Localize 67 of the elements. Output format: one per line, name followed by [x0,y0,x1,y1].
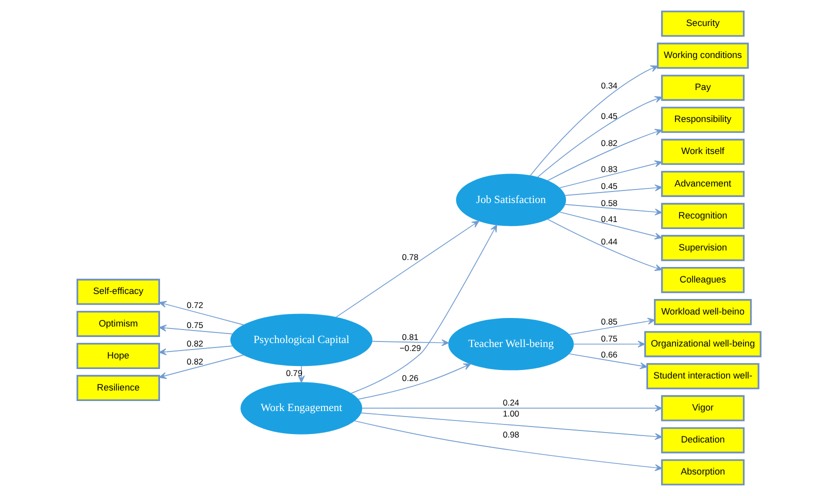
arrow [547,218,662,271]
arrow [559,160,662,188]
node-box: Organizational well-being [644,331,762,358]
edge-label: 0.41 [601,214,618,224]
edge-label: 0.75 [186,320,204,330]
node-box: Student interaction well- [646,363,760,390]
edge-label: 0.24 [502,398,520,408]
edge-label: 0.82 [186,338,204,349]
edge-label: 0.85 [601,316,618,327]
edge-label: 0.44 [601,236,618,247]
node-ellipse: Job Satisfaction [456,174,566,226]
arrow [360,412,662,440]
node-box: Optimism [76,310,160,337]
node-ellipse: Work Engagement [240,382,362,434]
arrow [372,339,449,346]
node-box: Hope [76,342,160,370]
edge-label: 0.58 [601,198,618,208]
edge-label: 0.34 [601,80,618,91]
edge-label: 0.45 [601,110,618,121]
node-box: Advancement [661,170,745,197]
arrow [537,96,662,178]
node-box: Workload well-beino [654,299,752,326]
node-box: Working conditions [656,42,749,69]
arrow [530,65,658,176]
arrow [335,220,480,318]
node-box: Recognition [661,202,745,230]
node-box: Vigor [661,395,745,422]
edge-label: 0.75 [601,334,618,344]
arrow [350,224,498,394]
edge-label: 0.45 [601,180,618,191]
edge-label: 0.79 [286,368,302,378]
edge-label: 1.00 [502,408,520,419]
edge-label: 0.98 [502,430,520,440]
arrow [358,363,472,400]
arrow [568,353,648,370]
arrow [547,128,662,182]
edge-label: 0.81 [402,332,418,342]
node-box: Colleagues [661,266,745,294]
arrow [564,204,662,216]
arrow [568,318,656,335]
node-box: Dedication [661,427,745,454]
arrow [158,324,233,334]
node-box: Security [661,10,745,37]
node-box: Responsibility [661,106,745,133]
edge-label: 0.82 [601,138,618,148]
node-ellipse: Psychological Capital [230,314,372,366]
node-box: Work itself [661,138,745,165]
arrow [362,404,662,412]
edge-label: 0.26 [402,373,418,384]
node-box: Supervision [661,234,745,262]
arrow [354,420,662,472]
node-box: Self-efficacy [76,278,160,305]
edge-label: −0.29 [400,342,421,353]
edge-label: 0.83 [601,164,618,174]
arrow [158,354,244,379]
edge-label: 0.82 [186,356,204,366]
arrow [559,212,662,240]
node-box: Pay [661,74,745,101]
edge-label: 0.72 [186,300,204,310]
edge-label: 0.78 [402,252,418,262]
arrow [573,340,646,348]
node-box: Resilience [76,374,160,402]
arrow [158,346,233,356]
arrow [158,300,244,326]
arrow [564,184,662,196]
edge-label: 0.66 [601,350,618,360]
node-box: Absorption [661,459,745,486]
